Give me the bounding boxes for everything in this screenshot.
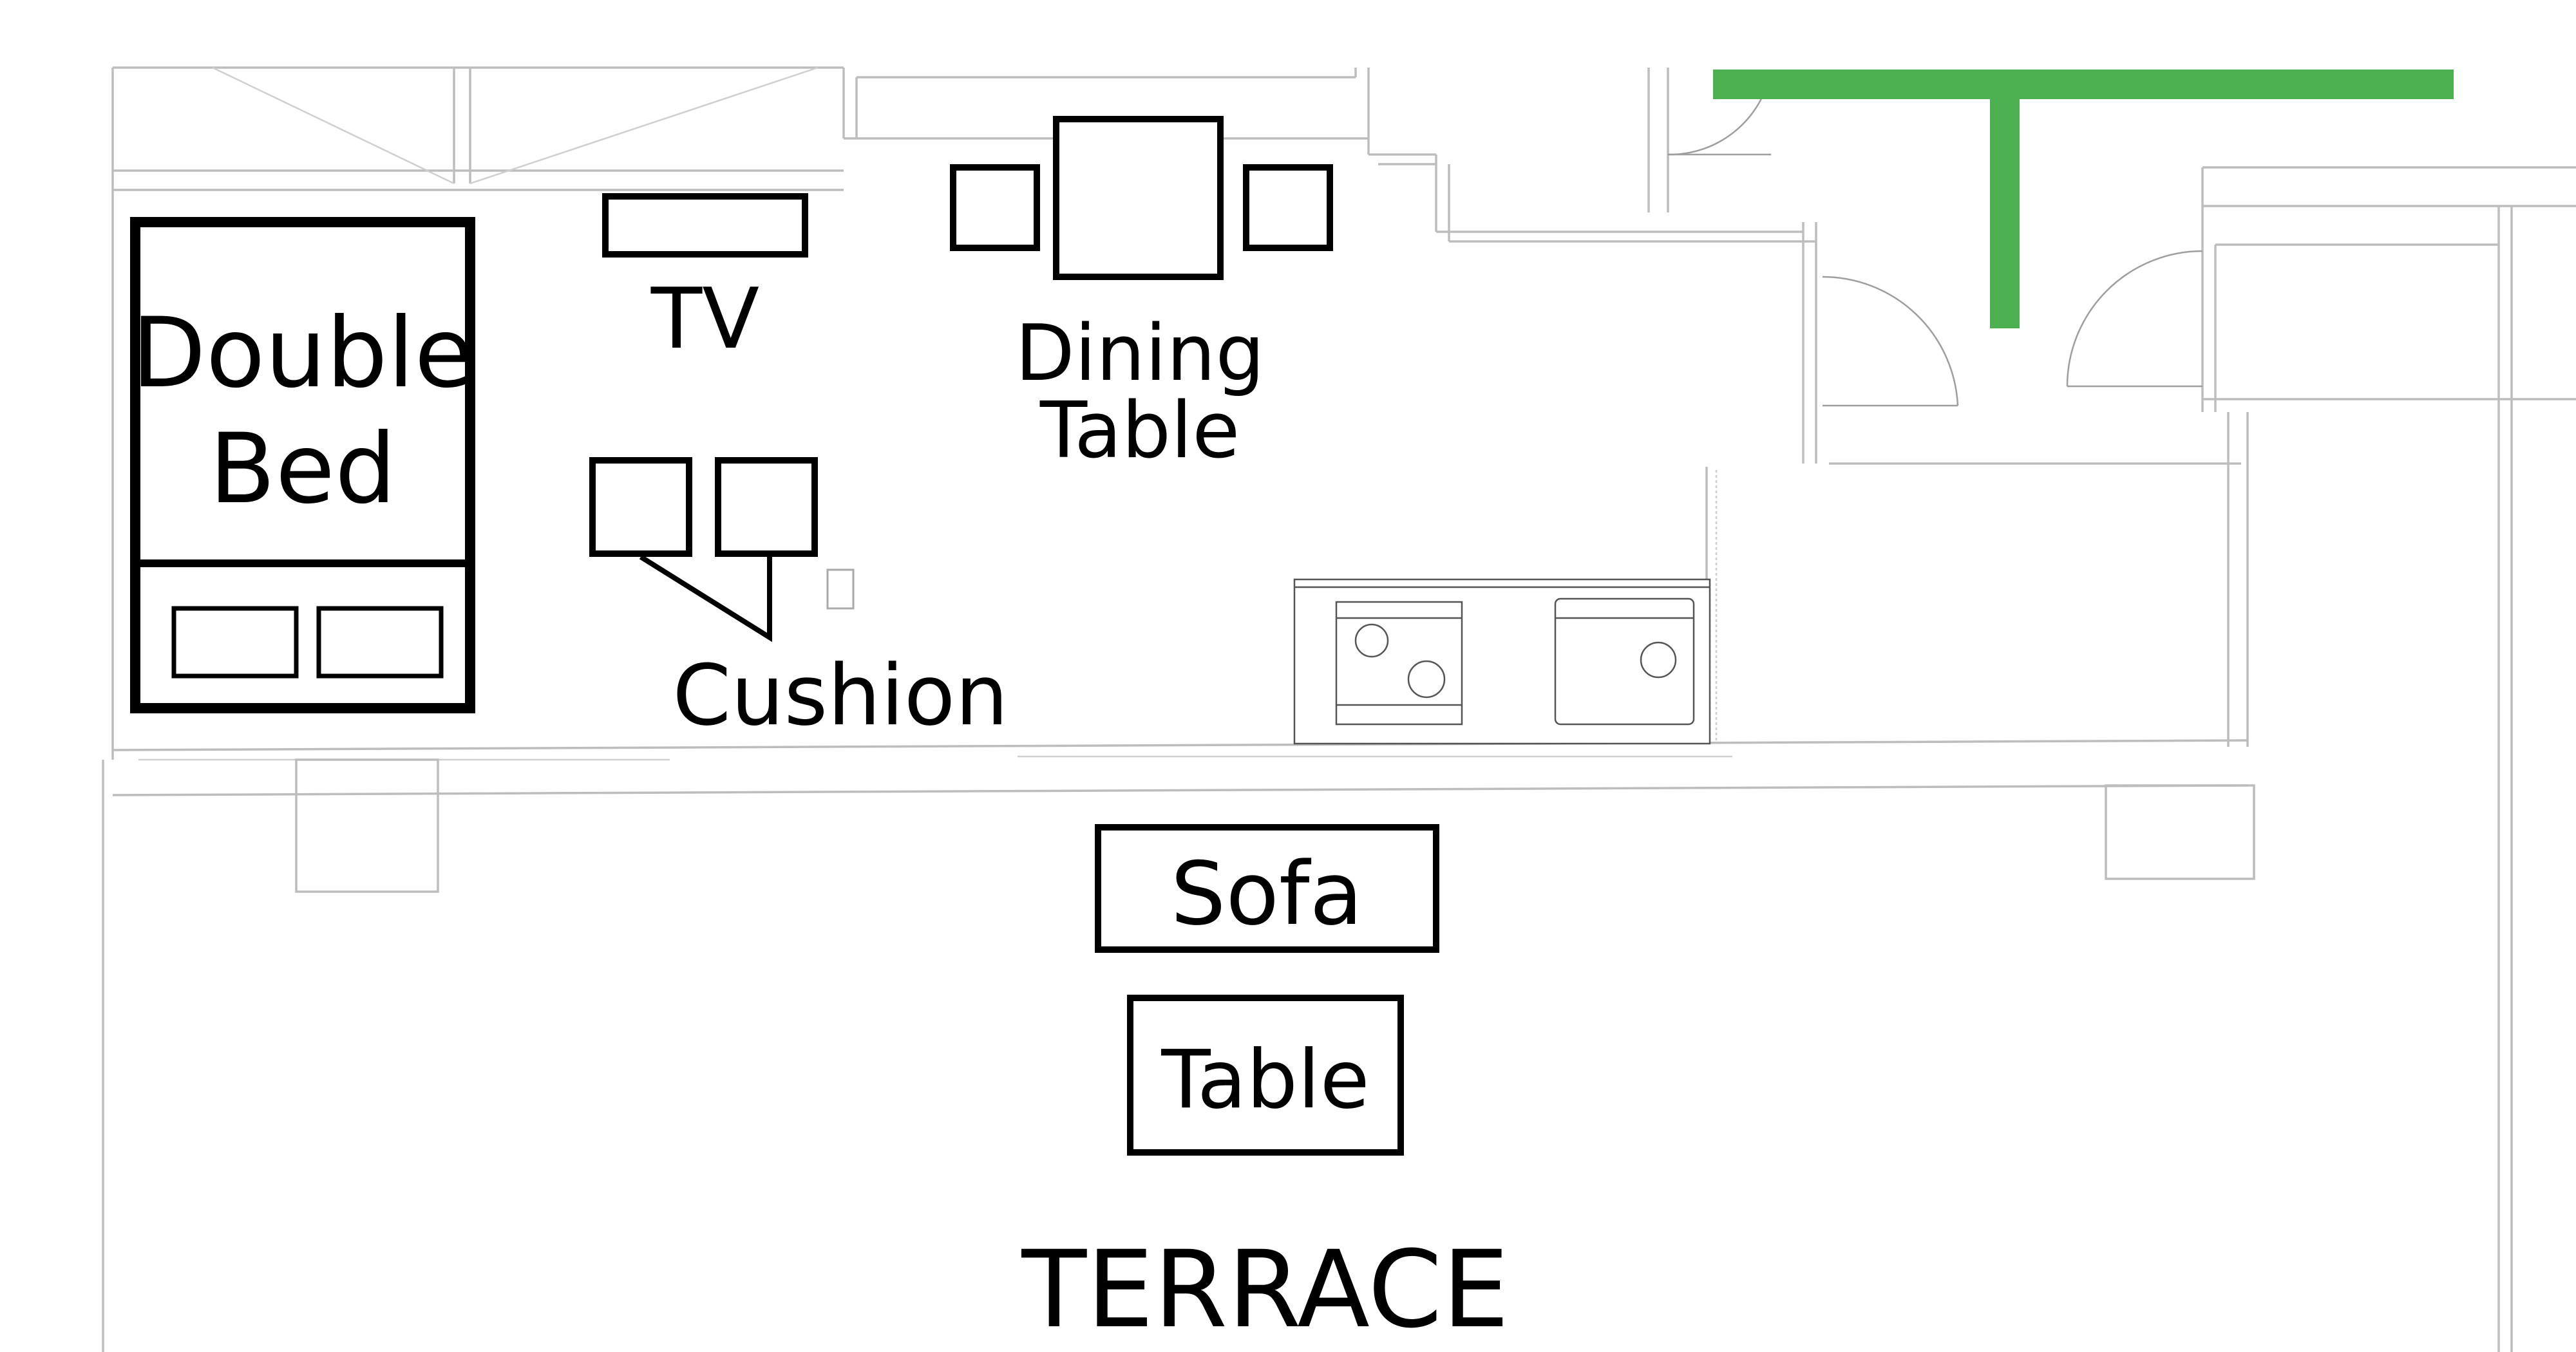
small-marker	[826, 568, 855, 610]
dining-table-label-line1: Dining	[1015, 309, 1264, 399]
bed-pillow	[171, 606, 299, 679]
sofa-label: Sofa	[1171, 843, 1363, 944]
double-bed[interactable]: Double Bed	[130, 217, 475, 713]
cushion-right	[715, 457, 818, 557]
kitchen-counter[interactable]	[1293, 578, 1711, 745]
dining-chair-left	[950, 164, 1040, 251]
cushions[interactable]: Cushion	[589, 457, 1009, 744]
sofa[interactable]: Sofa	[1095, 824, 1439, 953]
doors	[1667, 70, 2203, 407]
double-bed-label-line2: Bed	[209, 413, 396, 525]
bed-pillow	[316, 606, 444, 679]
dining-table-top	[1053, 116, 1224, 280]
double-bed-label-line1: Double	[131, 297, 474, 409]
sink-icon	[1554, 597, 1695, 726]
stove-icon	[1335, 601, 1463, 726]
cushion-label: Cushion	[672, 646, 1008, 744]
terrace-label: TERRACE	[1021, 1228, 1509, 1351]
dining-chair-right	[1243, 164, 1333, 251]
cushion-left	[589, 457, 692, 557]
architectural-walls	[102, 66, 2576, 1352]
tv[interactable]: TV	[602, 193, 808, 368]
dining-table-label-line2: Table	[1039, 386, 1240, 476]
table-label: Table	[1160, 1033, 1369, 1127]
dining-table[interactable]: Dining Table	[950, 116, 1333, 476]
accent-wall-marker	[1713, 70, 2454, 328]
tv-label: TV	[650, 270, 759, 368]
cushion-pointer	[639, 554, 772, 643]
coffee-table[interactable]: Table	[1127, 995, 1404, 1156]
